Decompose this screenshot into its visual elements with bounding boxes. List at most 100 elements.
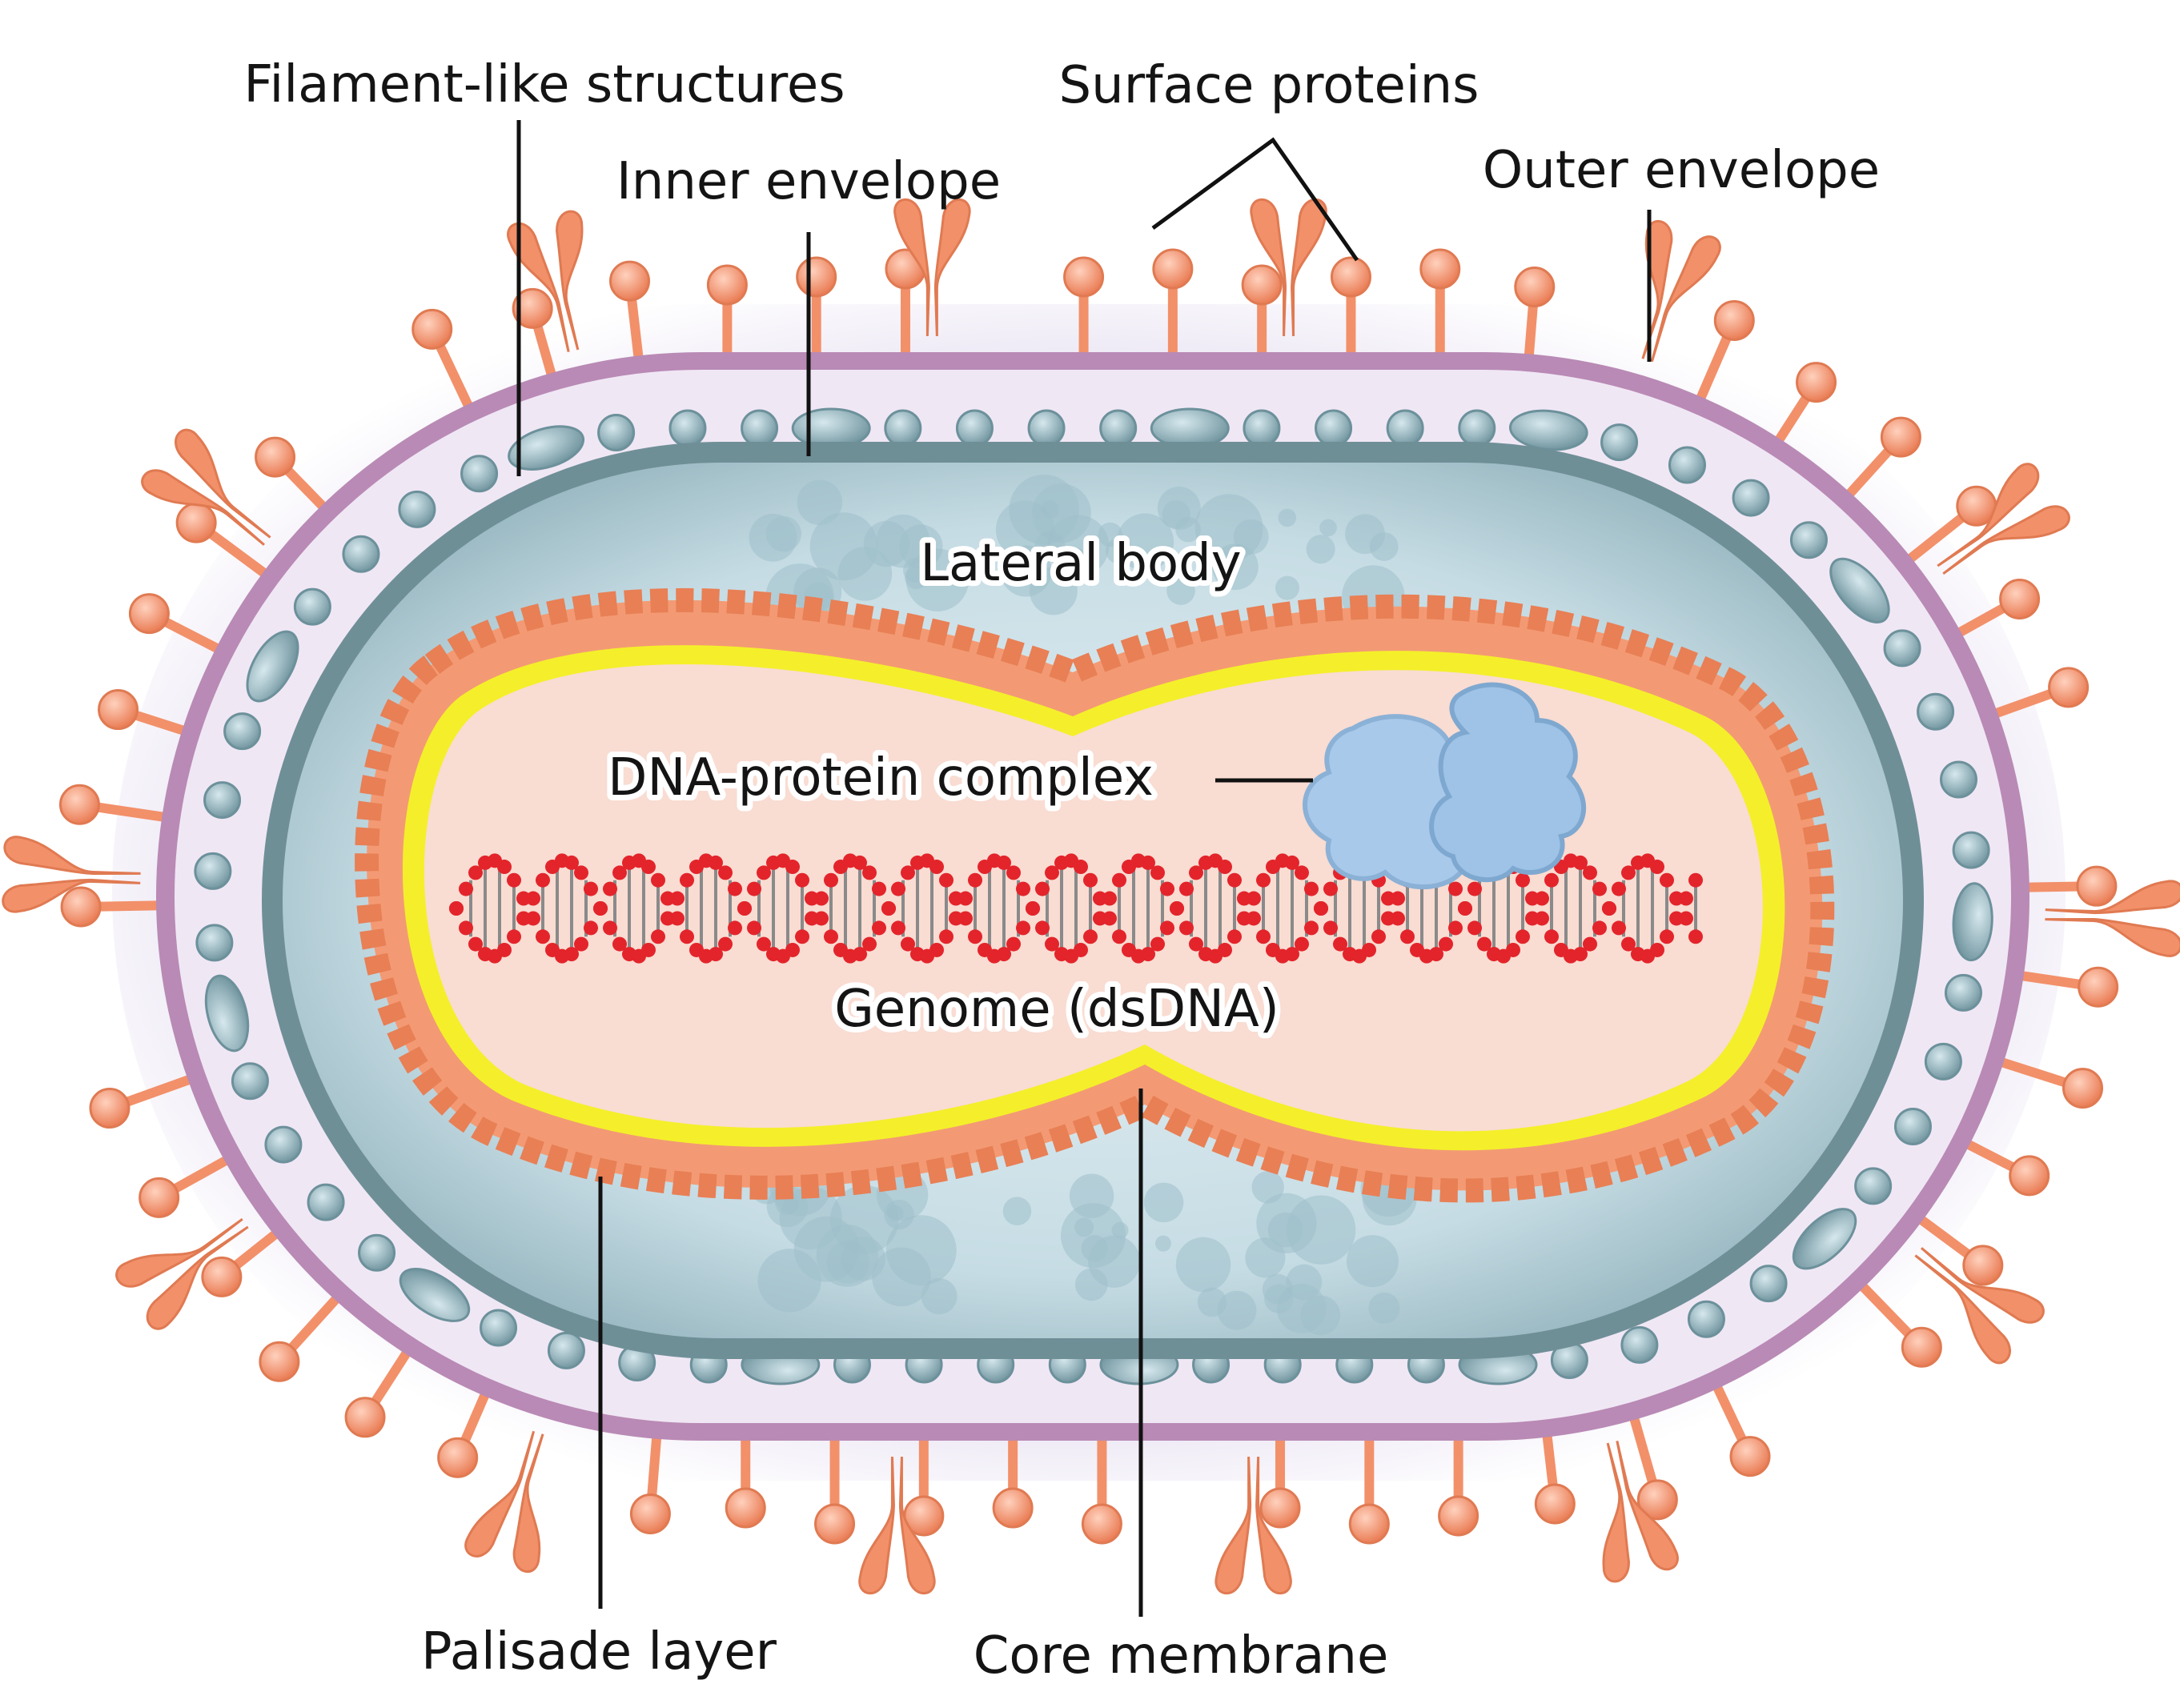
dna-backbone-bead <box>1160 881 1174 896</box>
dna-backbone-bead <box>603 881 617 896</box>
surface-protein-stalk <box>1993 686 2063 718</box>
lateral-body-particle <box>1194 494 1263 563</box>
filament-bead <box>223 712 262 751</box>
surface-protein-knob <box>1438 1495 1479 1537</box>
surface-protein-knob <box>629 1493 671 1534</box>
dna-backbone-bead <box>709 855 723 870</box>
surface-protein-lobe <box>2045 880 2180 915</box>
filament-bead <box>1924 1042 1962 1081</box>
lateral-body-particle <box>1116 513 1174 571</box>
lateral-body-particle <box>1217 1290 1257 1330</box>
dna-backbone-bead <box>670 911 685 926</box>
filament-bead <box>264 1125 303 1164</box>
label-filament-like-structures: Filament-like structures <box>243 55 845 114</box>
surface-protein-stalk <box>1542 1432 1559 1498</box>
surface-protein-knob <box>1514 267 1556 308</box>
lateral-body-particle <box>1029 567 1078 615</box>
lateral-body-particle <box>885 1215 957 1286</box>
filament-bead <box>231 1062 269 1101</box>
surface-protein-lobe <box>858 1456 895 1595</box>
surface-protein-knob <box>2078 966 2119 1008</box>
filament-bead <box>547 1331 585 1369</box>
filament-bead <box>1315 409 1353 447</box>
surface-protein-lobe <box>512 1433 544 1574</box>
surface-protein-lobe <box>1942 505 2070 575</box>
filament-bead <box>1893 1107 1932 1145</box>
surface-protein-knob <box>1152 248 1194 290</box>
dna-backbone-bead <box>1535 891 1549 906</box>
lateral-body-particle <box>905 548 970 611</box>
lateral-body-particle <box>1345 514 1385 555</box>
dna-backbone-bead <box>872 881 886 896</box>
surface-proteins-knobbed <box>58 248 2119 1545</box>
dna-backbone-bead <box>468 865 483 880</box>
filament-bead <box>480 1309 518 1347</box>
dna-backbone-bead <box>1227 929 1242 944</box>
dna-backbone-bead <box>1247 891 1261 906</box>
lateral-body-particle <box>1251 1171 1284 1204</box>
dna-backbone-bead <box>1333 936 1347 952</box>
dna-backbone-bead <box>1391 891 1405 906</box>
surface-protein-lobe <box>115 1217 243 1288</box>
surface-protein-knob <box>1962 1245 2004 1286</box>
dna-backbone-bead <box>1314 901 1328 916</box>
dna-backbone-bead <box>939 929 953 944</box>
surface-protein-lobe <box>1937 463 2040 567</box>
surface-protein-pair <box>1602 1441 1679 1583</box>
dna-backbone-bead <box>564 855 579 870</box>
surface-protein-knob <box>992 1487 1034 1529</box>
dna-backbone-bead <box>747 920 761 936</box>
dna-backbone-bead <box>1688 872 1703 888</box>
surface-protein-stalk <box>200 524 268 578</box>
filament-bead <box>203 781 242 820</box>
surface-protein-lobe <box>1214 1456 1252 1595</box>
surface-protein-lobe <box>1921 1247 2045 1324</box>
dna-backbone-bead <box>795 872 809 888</box>
dna-backbone-bead <box>1660 929 1674 944</box>
dna-backbone-bead <box>737 901 752 916</box>
surface-protein-pair <box>1937 463 2070 575</box>
surface-protein-pair <box>893 198 971 337</box>
surface-protein-stalk <box>154 613 222 653</box>
dna-backbone-bead <box>814 911 829 926</box>
surface-protein-stalk <box>1775 387 1815 444</box>
surface-protein-knob <box>201 1256 243 1297</box>
dna-backbone-bead <box>1362 942 1376 957</box>
surface-protein-pair <box>1914 1247 2045 1365</box>
surface-protein-knob <box>1063 256 1105 298</box>
dna-backbone-bead <box>853 947 867 962</box>
surface-protein-knob <box>139 1177 180 1218</box>
filament-bead <box>293 587 331 626</box>
dna-backbone-bead <box>795 929 809 944</box>
dna-backbone-bead <box>1592 920 1607 936</box>
dna-backbone-bead <box>1285 855 1299 870</box>
dna-backbone-bead <box>1295 865 1309 880</box>
dna-backbone-bead <box>1112 929 1126 944</box>
label-surface-proteins: Surface proteins <box>1059 56 1479 115</box>
filament-bead <box>668 409 707 447</box>
surface-protein-pair <box>464 1430 544 1574</box>
dna-backbone-bead <box>1045 936 1059 952</box>
dna-backbone-bead <box>785 860 800 875</box>
dna-backbone-bead <box>1189 865 1203 880</box>
surface-protein-knob <box>1796 362 1837 403</box>
surface-protein-lobe <box>1250 198 1287 337</box>
lateral-body-particle <box>1166 576 1195 605</box>
surface-protein-stalk <box>1696 326 1735 402</box>
surface-protein-knob <box>344 1397 386 1438</box>
dna-backbone-bead <box>929 860 944 875</box>
lateral-body-particle <box>1278 508 1297 527</box>
surface-protein-knob <box>796 256 837 298</box>
dna-backbone-bead <box>574 865 588 880</box>
surface-protein-knob <box>98 689 139 731</box>
filament-bead <box>1944 973 1982 1012</box>
surface-protein-stalk <box>282 1295 340 1358</box>
dna-backbone-bead <box>997 855 1011 870</box>
filament-bead <box>955 409 994 447</box>
dna-backbone-bead <box>1218 860 1232 875</box>
dna-backbone-bead <box>1016 881 1030 896</box>
surface-protein-stalk <box>1845 440 1899 498</box>
lateral-body-particle <box>749 513 797 562</box>
surface-protein-knob <box>512 287 553 329</box>
filament-bead <box>1620 1325 1659 1364</box>
